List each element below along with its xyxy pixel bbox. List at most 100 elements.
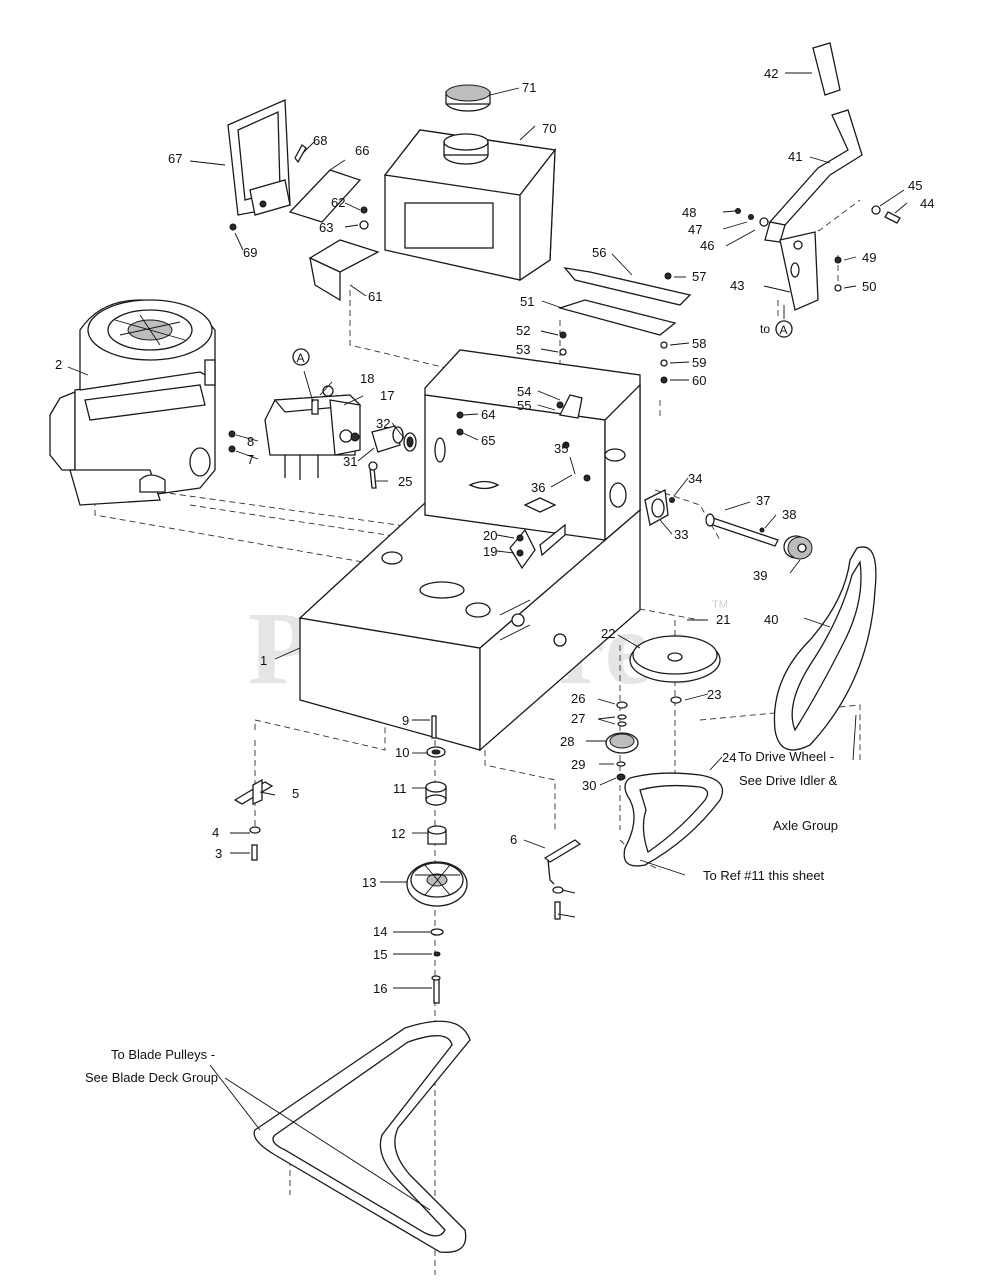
callout-19: 19	[483, 544, 497, 559]
reference-marker-a-top: A	[292, 348, 310, 366]
note-blade-line1: To Blade Pulleys -	[111, 1047, 215, 1062]
control-plates	[557, 267, 692, 384]
callout-1: 1	[260, 653, 267, 668]
callout-71: 71	[522, 80, 536, 95]
note-drive-wheel-line2: See Drive Idler &	[739, 773, 838, 788]
callout-50: 50	[862, 279, 876, 294]
callout-10: 10	[395, 745, 409, 760]
callout-37: 37	[756, 493, 770, 508]
note-drive-wheel: To Drive Wheel - See Drive Idler & Axle …	[738, 749, 838, 833]
callout-36: 36	[531, 480, 545, 495]
callout-24: 24	[722, 750, 736, 765]
callout-66: 66	[355, 143, 369, 158]
callout-30: 30	[582, 778, 596, 793]
callout-65: 65	[481, 433, 495, 448]
control-lever	[735, 42, 901, 311]
reference-letter: A	[297, 351, 305, 365]
note-ref-11: To Ref #11 this sheet	[703, 868, 825, 883]
callout-4: 4	[212, 825, 219, 840]
callout-49: 49	[862, 250, 876, 265]
note-drive-wheel-line1: To Drive Wheel -	[738, 749, 834, 764]
callout-28: 28	[560, 734, 574, 749]
callout-34: 34	[688, 471, 702, 486]
callout-54: 54	[517, 384, 531, 399]
note-blade-pulleys: To Blade Pulleys - See Blade Deck Group	[85, 1047, 218, 1085]
reference-to-label: to	[760, 322, 770, 336]
callout-57: 57	[692, 269, 706, 284]
callout-13: 13	[362, 875, 376, 890]
callout-27: 27	[571, 711, 585, 726]
left-bracket-parts	[227, 99, 380, 302]
callout-55: 55	[517, 398, 531, 413]
callout-31: 31	[343, 454, 357, 469]
callout-9: 9	[402, 713, 409, 728]
reference-letter: A	[780, 323, 788, 337]
callout-22: 22	[601, 626, 615, 641]
callout-21: 21	[716, 612, 730, 627]
callout-6: 6	[510, 832, 517, 847]
callout-25: 25	[398, 474, 412, 489]
callout-51: 51	[520, 294, 534, 309]
callout-53: 53	[516, 342, 530, 357]
engine-assembly	[49, 299, 216, 506]
callout-68: 68	[313, 133, 327, 148]
callout-2: 2	[55, 357, 62, 372]
callout-64: 64	[481, 407, 495, 422]
callout-47: 47	[688, 222, 702, 237]
callout-70: 70	[542, 121, 556, 136]
callout-69: 69	[243, 245, 257, 260]
drive-belts	[623, 546, 877, 867]
callout-60: 60	[692, 373, 706, 388]
callout-33: 33	[674, 527, 688, 542]
callout-26: 26	[571, 691, 585, 706]
clutch-pulley-stack	[406, 715, 468, 1004]
callout-29: 29	[571, 757, 585, 772]
callout-43: 43	[730, 278, 744, 293]
callout-48: 48	[682, 205, 696, 220]
callout-59: 59	[692, 355, 706, 370]
drive-shaft-assembly	[644, 489, 813, 560]
callout-32: 32	[376, 416, 390, 431]
callout-16: 16	[373, 981, 387, 996]
callout-42: 42	[764, 66, 778, 81]
callout-15: 15	[373, 947, 387, 962]
callout-62: 62	[331, 195, 345, 210]
callout-52: 52	[516, 323, 530, 338]
right-pulley-stack	[605, 635, 721, 781]
callout-numbers: 1 2 3 4 5 6 7 8 9 10 11 12 13 14 15 16 1…	[55, 66, 934, 996]
callout-46: 46	[700, 238, 714, 253]
callout-45: 45	[908, 178, 922, 193]
note-blade-line2: See Blade Deck Group	[85, 1070, 218, 1085]
callout-11: 11	[393, 781, 407, 796]
blade-drive-belt	[253, 1020, 471, 1253]
note-drive-wheel-line3: Axle Group	[773, 818, 838, 833]
transmission-assembly	[228, 385, 417, 489]
callout-7: 7	[247, 452, 254, 467]
callout-44: 44	[920, 196, 934, 211]
callout-41: 41	[788, 149, 802, 164]
reference-marker-a-bottom: to A	[760, 320, 793, 338]
callout-67: 67	[168, 151, 182, 166]
callout-3: 3	[215, 846, 222, 861]
callout-56: 56	[592, 245, 606, 260]
callout-8: 8	[247, 434, 254, 449]
callout-5: 5	[292, 786, 299, 801]
callout-40: 40	[764, 612, 778, 627]
callout-23: 23	[707, 687, 721, 702]
callout-39: 39	[753, 568, 767, 583]
fuel-tank	[383, 84, 557, 282]
callout-61: 61	[368, 289, 382, 304]
callout-12: 12	[391, 826, 405, 841]
callout-58: 58	[692, 336, 706, 351]
callout-leaders	[67, 72, 908, 1211]
mounting-brackets	[233, 778, 582, 920]
callout-17: 17	[380, 388, 394, 403]
callout-14: 14	[373, 924, 387, 939]
callout-18: 18	[360, 371, 374, 386]
callout-35: 35	[554, 441, 568, 456]
watermark-trademark: TM	[712, 599, 728, 611]
callout-38: 38	[782, 507, 796, 522]
callout-63: 63	[319, 220, 333, 235]
callout-20: 20	[483, 528, 497, 543]
